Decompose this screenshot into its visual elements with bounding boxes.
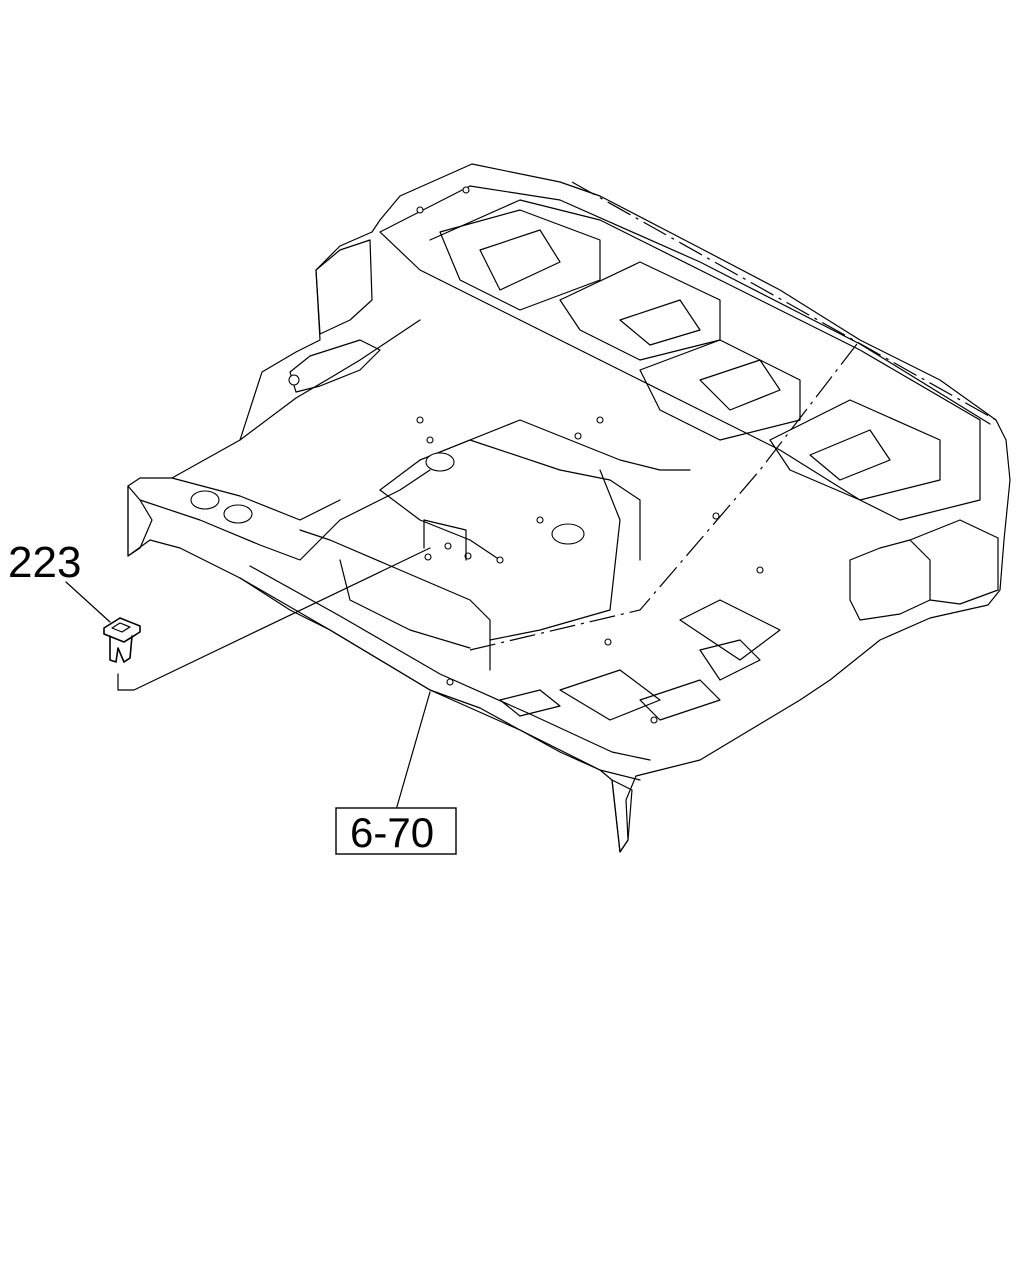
leader-223 [65, 581, 111, 623]
right-front-flange [611, 779, 633, 853]
left-pillar [315, 239, 373, 335]
front-lip [239, 577, 641, 781]
rear-deck-pads [439, 209, 941, 501]
callout-223: 223 [8, 538, 81, 587]
mounting-holes [190, 186, 764, 724]
left-console [289, 339, 381, 393]
floor-panel-outline [127, 163, 1011, 853]
front-left-riser [239, 319, 421, 441]
rear-deck-front [379, 231, 901, 521]
floor-panel-assembly [127, 163, 1011, 853]
rear-deck-inner [429, 199, 981, 521]
center-tunnel-ridge [419, 439, 641, 561]
center-tunnel-top [379, 419, 691, 491]
rear-deck-top [379, 185, 991, 425]
clip-shank [109, 635, 133, 663]
rear-floor-ribs [639, 599, 781, 721]
crossmember-front [299, 529, 491, 671]
leader-6-70 [395, 691, 431, 811]
front-left-step [171, 477, 341, 521]
center-tunnel-left [379, 489, 501, 561]
reference-box-label: 6-70 [350, 809, 434, 856]
installation-line [117, 547, 431, 691]
clip-head [103, 617, 141, 643]
clip-part-223 [103, 617, 141, 663]
leader-lines [65, 519, 467, 811]
front-left-sill [139, 469, 431, 561]
reference-box: 6-70 [335, 807, 457, 856]
crossmember-rear [339, 559, 471, 649]
left-front-flange [127, 485, 153, 557]
centerline-front [469, 339, 861, 651]
center-tunnel-right [489, 469, 621, 641]
